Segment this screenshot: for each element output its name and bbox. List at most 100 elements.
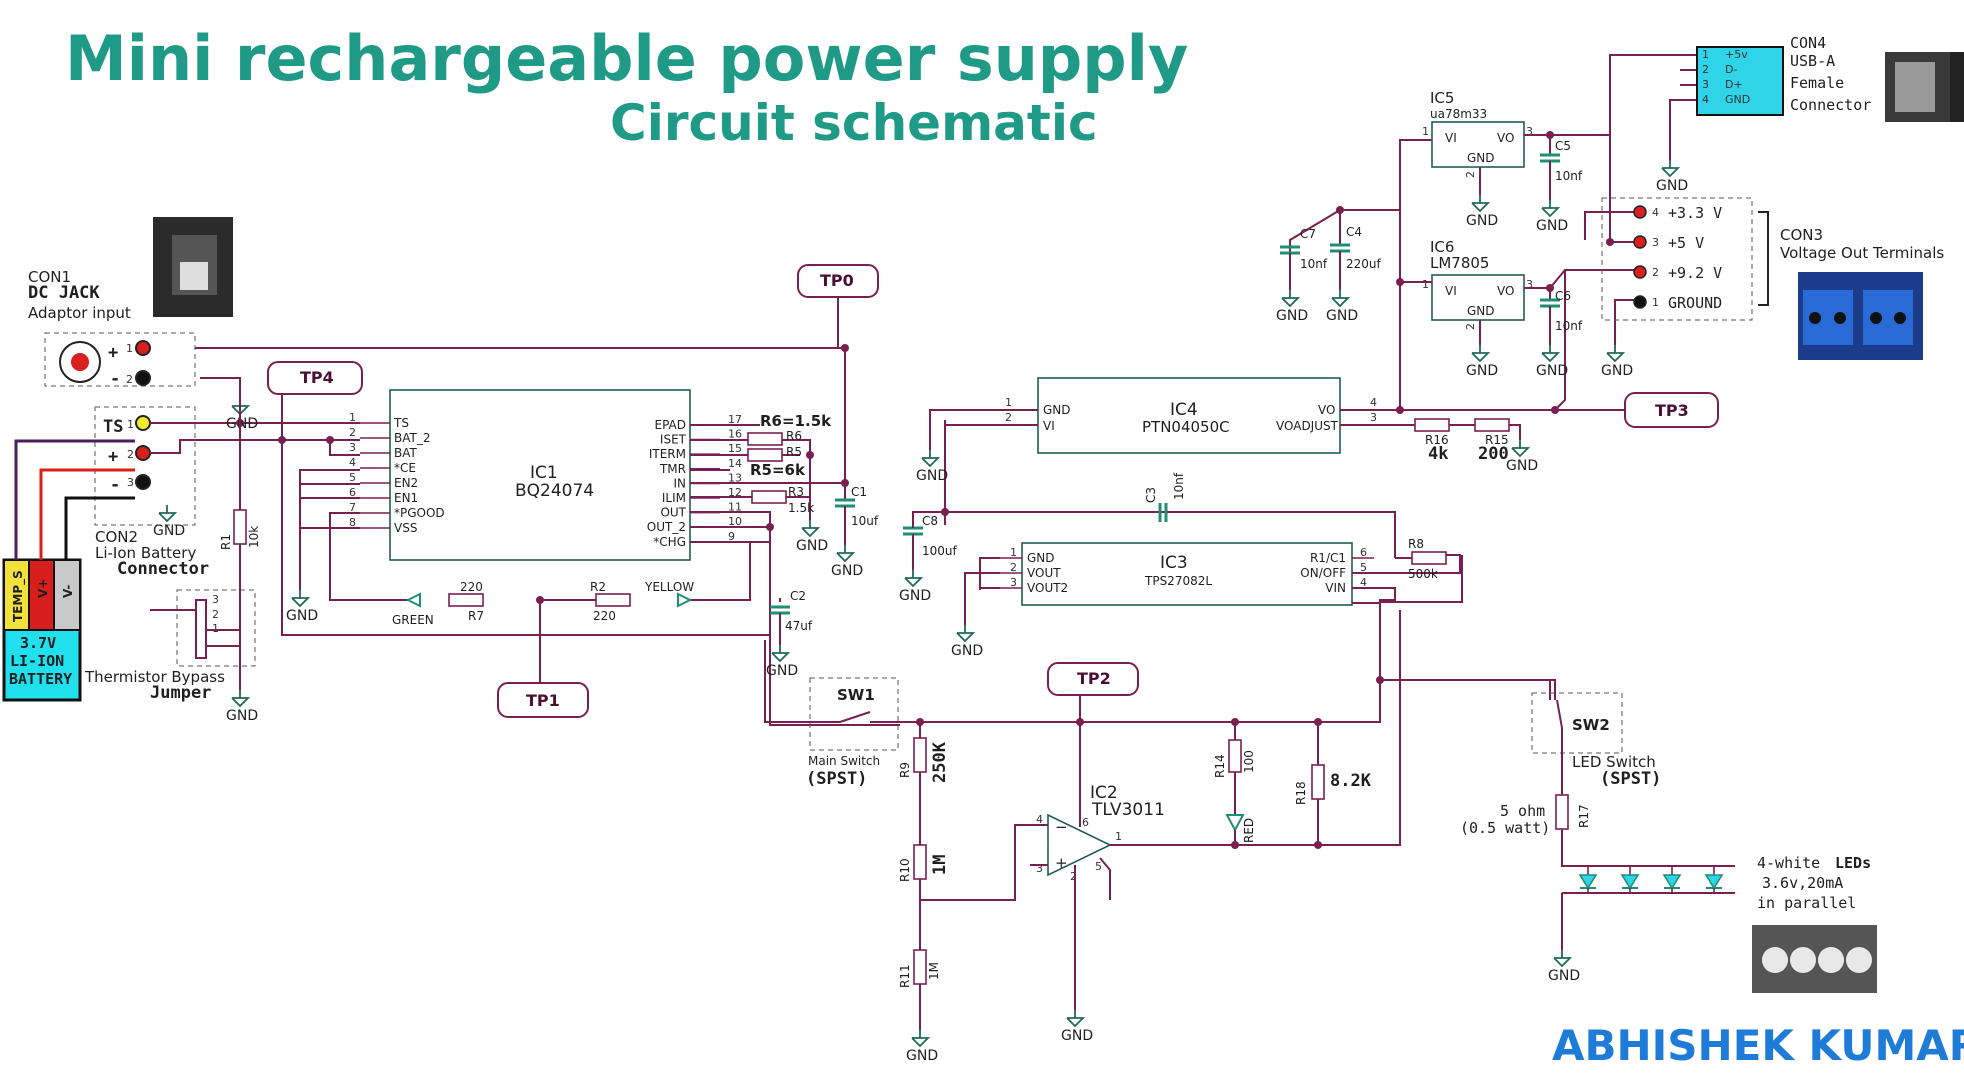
con4-pin-label: GND — [1725, 93, 1750, 106]
r6-note: R6=1.5k — [760, 412, 832, 430]
c1-ref: C1 — [851, 485, 867, 499]
con2-ref: CON2 — [95, 528, 138, 546]
ground-icon — [1661, 167, 1681, 178]
ground-icon — [1541, 207, 1561, 218]
dc-jack-photo — [153, 217, 233, 317]
ic6-vi: VI — [1445, 284, 1457, 298]
sw1-desc: Main Switch — [808, 754, 880, 768]
ic5-vi: VI — [1445, 131, 1457, 145]
battery-temp: TEMP_S — [11, 570, 26, 622]
c4-value: 220uf — [1346, 257, 1382, 271]
con2-minus: - — [110, 475, 120, 495]
ground-label: GND — [1536, 218, 1568, 234]
ic2-plus: + — [1055, 854, 1068, 872]
ground-icon — [771, 652, 791, 663]
ic3-pin-name: ON/OFF — [1300, 566, 1346, 580]
ic3-pin-num: 1 — [1010, 546, 1017, 559]
ic1-pin-name: IN — [673, 476, 686, 490]
c5-ref: C5 — [1555, 139, 1571, 153]
jumper-pin3: 3 — [212, 593, 219, 606]
ground-icon — [291, 597, 311, 608]
ic4-gnd: GND — [1043, 403, 1071, 417]
ground-label: GND — [1536, 363, 1568, 379]
ground-label: GND — [1326, 308, 1358, 324]
r15-resistor — [1474, 418, 1510, 432]
ic6-ref: IC6 — [1430, 238, 1454, 256]
ic3-pin-name: VOUT — [1027, 566, 1061, 580]
ground-icon — [1471, 202, 1491, 213]
ic3-pin-num: 4 — [1360, 576, 1367, 589]
ic1-pin-num: 15 — [728, 442, 742, 455]
ic2-ref: IC2 — [1090, 783, 1118, 803]
ground-label: GND — [766, 663, 798, 679]
ground-label: GND — [1061, 1028, 1093, 1044]
con2-box — [94, 406, 196, 526]
ic2-p4: 4 — [1036, 813, 1043, 826]
con1-minus: - — [110, 369, 120, 389]
con2-pin3-pad — [135, 474, 151, 490]
c2-ref: C2 — [790, 589, 806, 603]
r3-resistor — [751, 490, 787, 504]
ground-icon — [956, 632, 976, 643]
r7-resistor — [448, 593, 484, 607]
ic3-pin-num: 5 — [1360, 561, 1367, 574]
ground-icon — [1553, 957, 1573, 968]
ground-label: GND — [1601, 363, 1633, 379]
ic1-ref: IC1 — [530, 463, 558, 483]
ic3-pin-name: R1/C1 — [1310, 551, 1346, 565]
ic3-pin-name: VIN — [1325, 581, 1346, 595]
ic4-ref: IC4 — [1170, 400, 1198, 420]
sw2-type: (SPST) — [1600, 769, 1661, 789]
svg-text:TP4: TP4 — [300, 368, 334, 387]
ic1-pin-num: 5 — [349, 471, 356, 484]
con3-pin-pad — [1633, 205, 1647, 219]
ground-label: GND — [1656, 178, 1688, 194]
con4-pin-label: D+ — [1725, 78, 1743, 91]
r9-value: 250K — [930, 741, 950, 783]
ic1-pin-num: 16 — [728, 428, 742, 441]
ground-icon — [1541, 352, 1561, 363]
ic6-p2: 2 — [1464, 323, 1477, 330]
con3-pin-pad — [1633, 235, 1647, 249]
r14-value: 100 — [1242, 750, 1256, 773]
tp0: TP0 — [797, 264, 879, 298]
con2-desc1: Li-Ion Battery — [95, 544, 196, 562]
ic5-p3: 3 — [1526, 125, 1533, 138]
c1-value: 10uf — [851, 514, 879, 528]
r8-value: 500k — [1408, 567, 1438, 581]
ic1-pin-name: BAT_2 — [394, 431, 430, 445]
con3-box — [1601, 197, 1753, 321]
ground-icon — [911, 1037, 931, 1048]
white-leds-photo — [1752, 925, 1877, 993]
ic6-vo: VO — [1497, 284, 1514, 298]
ground-label: GND — [796, 538, 828, 554]
ground-label: GND — [916, 468, 948, 484]
jumper-pin1: 1 — [212, 622, 219, 635]
ic1-pin-num: 2 — [349, 426, 356, 439]
ic2-p2: 2 — [1070, 870, 1077, 883]
green-led-label: GREEN — [392, 613, 434, 627]
yellow-led-icon — [677, 592, 693, 608]
ic1-pin-num: 12 — [728, 486, 742, 499]
r3-ref: R3 — [788, 485, 804, 499]
r1-resistor — [233, 509, 247, 545]
ic3-pin-num: 6 — [1360, 546, 1367, 559]
r8-resistor — [1411, 551, 1447, 565]
tp2: TP2 — [1047, 662, 1139, 696]
con3-pin-pad — [1633, 265, 1647, 279]
con4-ref: CON4 — [1790, 34, 1826, 52]
con4-desc3: Connector — [1790, 96, 1871, 114]
ic1-body — [389, 389, 691, 561]
ic4-p1: 1 — [1005, 396, 1012, 409]
ic5-p1: 1 — [1422, 125, 1429, 138]
ic4-p4: 4 — [1370, 396, 1377, 409]
r17-value2: (0.5 watt) — [1460, 819, 1550, 837]
ic1-pin-num: 6 — [349, 486, 356, 499]
ic5-gnd: GND — [1467, 151, 1495, 165]
ic4-p3: 3 — [1370, 411, 1377, 424]
battery-line2: LI-ION — [10, 652, 64, 670]
ic4-p2: 2 — [1005, 411, 1012, 424]
